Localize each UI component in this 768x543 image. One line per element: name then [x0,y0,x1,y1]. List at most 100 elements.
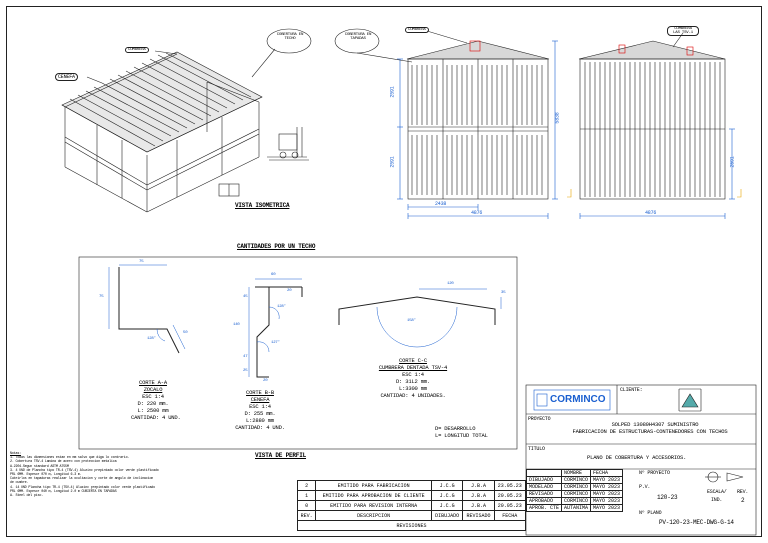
note-line: A.2204.Segun standard ASTM A755M [10,464,69,469]
drawing-title: PLANO DE COBERTURA Y ACCESORIOS. [587,454,687,461]
sec-b-dim-top: 60 [271,273,276,277]
signoff-name: CORMINCO [561,490,592,498]
legend-d: D= DESARROLLO [435,425,476,432]
pv-label: P.V. [639,484,651,490]
iso-view-title: VISTA ISOMETRICA [235,202,290,209]
revision-header-row: REV. DESCRIPCION DIBUJADO REVISADO FECHA [296,510,527,521]
signoff-role: APROB. CTE [525,504,563,512]
signoff-date: MAYO 2023 [590,490,624,498]
section-c-caption: CORTE C-C CUMBRERA DENTADA TSV-4 ESC 1:4… [363,357,463,399]
rev-description: EMITIDO PARA FABRICACION [315,480,432,491]
section-c-profile [338,288,502,348]
signoff-table: NOMBRE FECHA DIBUJADO CORMINCO MAYO 2023… [525,469,624,512]
legend-l: L= LONGITUD TOTAL [435,432,488,439]
rev-description: EMITIDO PARA APROBACION DE CLIENTE [315,490,432,501]
drawing-sheet: COBERTURA EN TECHO COBERTURA EN TAPADAS … [6,6,762,537]
note-line: PRL 6MM. Espesor 040 m, Longitud 2.0 m C… [10,489,117,494]
signoff-name: CORMINCO [561,483,592,491]
sec-b-dim-47: 47 [243,355,248,359]
rev-number: 0 [296,500,317,511]
rev-number: 2 [296,480,317,491]
signoff-date: MAYO 2023 [590,483,624,491]
callout-cumbrera-iso: CUMBRERA [125,47,149,53]
rev-reviewed: J.B.A [462,480,495,491]
revisions-label: REVISIONES [297,520,526,531]
sec-b-dim-140: 140 [233,323,240,327]
section-c-title: CORTE C-C [399,357,427,364]
rev-description: EMITIDO PARA REVISION INTERNA [315,500,432,511]
np-plano-label: Nº PLANO [639,510,662,516]
revision-row: 1 EMITIDO PARA APROBACION DE CLIENTE J.C… [296,490,527,501]
revision-row: 2 EMITIDO PARA FABRICACION J.C.G J.B.A 2… [296,480,527,491]
section-a-qty: CANTIDAD: 4 UND. [131,414,181,421]
proyecto-line1: SOLPED 13089H4307 SUMINISTRO [611,421,699,428]
front-dimensions [397,40,558,219]
section-b-l: L:2880 mm [246,417,274,424]
signoff-header-row: NOMBRE FECHA [525,469,624,477]
drawing-linework [61,28,757,536]
section-c-name: CUMBRERA DENTADA TSV-4 [378,364,448,371]
legend: D= DESARROLLO L= LONGITUD TOTAL [435,425,488,439]
isometric-structure [61,51,263,213]
pv-value: 120-23 [657,494,678,501]
section-c-d: D: 31L2 mm. [395,378,431,385]
section-a-scale: ESC 1:4 [142,393,164,400]
signoff-role: MODELADO [525,483,563,491]
callout-cubierta-tapas: COBERTURA EN TAPADAS [344,33,372,41]
profile-view-title: VISTA DE PERFIL [255,452,307,459]
front-detail-mark [567,189,572,198]
signoff-role: DIBUJADO [525,476,563,484]
signoff-row: DIBUJADO CORMINCO MAYO 2023 [525,476,624,484]
dim-front-width: 4876 [471,210,483,216]
section-b-d: D: 255 mm. [244,410,276,417]
notes-title: Notas: [10,452,22,456]
forklift-drawing [267,127,309,161]
rev-reviewed: J.B.A [462,500,495,511]
callout-cumbrera-front: CUMBRERA [405,27,429,33]
col-fecha: FECHA [590,469,624,477]
callout-cenefa: CENEFA [55,73,78,81]
signoff-role: APROBADO [525,497,563,505]
section-b-caption: CORTE B-B CENEFA ESC 1:4 D: 255 mm. L:28… [235,389,285,431]
dim-front-half: 2438 [435,201,447,207]
section-b-scale: ESC 1:4 [249,403,271,410]
sec-c-dim-35: 35 [501,291,506,295]
sec-a-dim-left: 75 [99,295,104,299]
signoff-name: AUTANIMA [561,504,592,512]
escala-label: ESCALA/ [707,489,727,495]
rev-label: REV. [737,489,749,495]
general-notes: Notas: 1. Todas las dimensiones estan en… [10,452,159,498]
revision-footer-row: REVISIONES [297,520,526,531]
rev-header-rev: REV. [296,510,317,521]
signoff-name: CORMINCO [561,497,592,505]
profile-frame [78,256,518,450]
signoff-row: APROBADO CORMINCO MAYO 2023 [525,497,624,505]
side-elevation [578,40,726,200]
sec-b-dim-top2: 20 [287,289,292,293]
sec-b-dim-angle2: 127° [271,341,280,345]
titulo-label: TITULO [528,446,545,452]
sec-c-dim-angle: 158° [407,319,416,323]
rev-date: 20.05.23 [493,490,527,501]
note-line: PRL 6MM. Espesor 070 m, Longitud 6.3 m. [10,473,82,478]
note-line: A. Steel del piso. [10,494,44,499]
side-dimensions [579,128,735,219]
section-c-scale: ESC 1:4 [402,371,424,378]
title-symbol [705,471,744,483]
section-a-name: ZOCALO [143,386,163,393]
section-a-title: CORTE A-A [139,379,167,386]
cantidades-title: CANTIDADES POR UN TECHO [237,243,316,250]
signoff-date: MAYO 2023 [590,476,624,484]
section-c-l: L:3300 mm [399,385,427,392]
front-elevation [406,40,550,200]
sec-b-dim-angle1: 128° [277,305,286,309]
rev-value: 2 [741,497,745,504]
section-c-qty: CANTIDAD: 4 UNIDADES. [380,392,446,399]
section-a-profile [108,264,186,354]
revisions-table: 2 EMITIDO PARA FABRICACION J.C.G J.B.A 2… [296,480,527,531]
callout-cubierta-techo: COBERTURA EN TECHO [276,33,304,41]
rev-date: 23.05.23 [493,480,527,491]
rev-drawn: J.C.G [430,500,464,511]
plano-number: PV-120-23-MEC-DWG-G-14 [659,519,734,526]
rev-drawn: J.C.G [430,490,464,501]
